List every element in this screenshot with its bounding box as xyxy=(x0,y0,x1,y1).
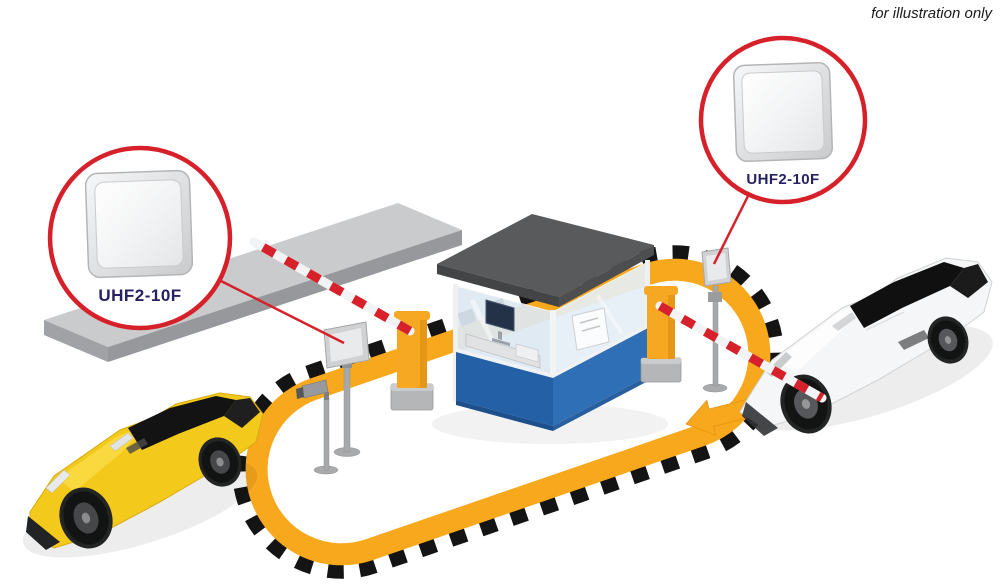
car-windshield xyxy=(850,262,964,328)
antenna-callout-left: UHF2-10F xyxy=(47,145,233,331)
rfid-reader-on-pole xyxy=(323,321,370,457)
booth-base-bottom-left xyxy=(456,400,553,431)
monitor-stand xyxy=(498,331,502,340)
antenna-callout-right: UHF2-10F xyxy=(698,35,868,205)
right-reader-panel-face xyxy=(706,253,727,281)
desk-printer xyxy=(515,343,539,363)
exit-barrier-arm xyxy=(655,301,827,403)
rear-wheel xyxy=(198,437,242,487)
antenna-panel-face xyxy=(94,179,184,269)
barrier-post-right-shade xyxy=(668,291,675,359)
barrier-arm-right-stripes xyxy=(657,302,825,402)
glass-reflection-right xyxy=(596,294,624,336)
callout-label-left: UHF2-10F xyxy=(98,286,181,305)
car-side-intake xyxy=(898,330,929,350)
booth-base-right-face xyxy=(553,328,648,426)
reader-pole xyxy=(343,363,351,453)
illustration-note: for illustration only xyxy=(871,5,993,22)
front-wheel xyxy=(59,487,113,549)
car-rear-glass xyxy=(224,398,260,428)
callout-connector-right xyxy=(712,195,750,265)
camera-mount xyxy=(324,392,329,400)
clipboard-text-line xyxy=(579,317,599,324)
camera-pole xyxy=(323,397,330,471)
booth-desk xyxy=(465,333,541,369)
cctv-camera xyxy=(296,379,339,475)
yellow-sports-car xyxy=(22,392,264,558)
barrier-arm-left-stripes xyxy=(251,238,413,335)
barrier-post-left-shade xyxy=(420,316,427,388)
car-rear-glass xyxy=(950,264,988,298)
car-headlight-left xyxy=(45,469,71,494)
hub xyxy=(801,399,811,409)
car-front-intake xyxy=(742,402,778,436)
roof-edge-right xyxy=(559,245,654,307)
car-door-line xyxy=(865,311,905,331)
monitor-base xyxy=(492,338,510,346)
car-windshield xyxy=(128,396,236,450)
guard-booth xyxy=(432,214,668,444)
booth-sill-right xyxy=(553,324,648,378)
rfid-reader-pole-right xyxy=(701,247,732,393)
barrier-base-right-top xyxy=(641,358,681,364)
booth-corner-post-left xyxy=(453,284,458,402)
platform-front-side-face xyxy=(108,230,462,362)
hub xyxy=(81,512,91,524)
rfid-antenna-panel xyxy=(84,169,194,279)
callout-connector-left xyxy=(218,278,345,345)
rfid-antenna-panel xyxy=(732,61,834,163)
antenna-panel-face xyxy=(741,70,825,154)
exit-barrier-gate xyxy=(640,286,682,383)
roof-edge-left xyxy=(437,264,559,307)
car-headlight-right xyxy=(832,312,856,331)
booth-sill-left xyxy=(456,348,553,378)
camera-lens xyxy=(296,387,304,399)
barrier-post-left xyxy=(397,316,427,388)
roof-top-face xyxy=(437,214,654,297)
car-front-splitter xyxy=(26,516,60,550)
barrier-post-right-cap xyxy=(644,286,678,295)
hub xyxy=(944,336,952,344)
car-hood-vent xyxy=(126,438,148,454)
clipboard-text-line xyxy=(581,325,601,332)
car-headlight-right xyxy=(109,432,134,452)
platform-left-side-face xyxy=(44,320,108,362)
booth-base-bottom-right xyxy=(553,376,648,431)
computer-monitor xyxy=(485,299,515,332)
booth-base-left-face xyxy=(456,352,553,426)
callout-label-right: UHF2-10F xyxy=(746,171,819,188)
reader-panel-face xyxy=(329,328,363,362)
booth-corner-post-front xyxy=(550,310,556,428)
barrier-post-left-cap xyxy=(394,311,430,320)
hub xyxy=(216,457,224,467)
entry-barrier-gate xyxy=(249,237,434,411)
rear-wheel xyxy=(927,316,969,364)
right-pole-bracket xyxy=(708,292,722,302)
